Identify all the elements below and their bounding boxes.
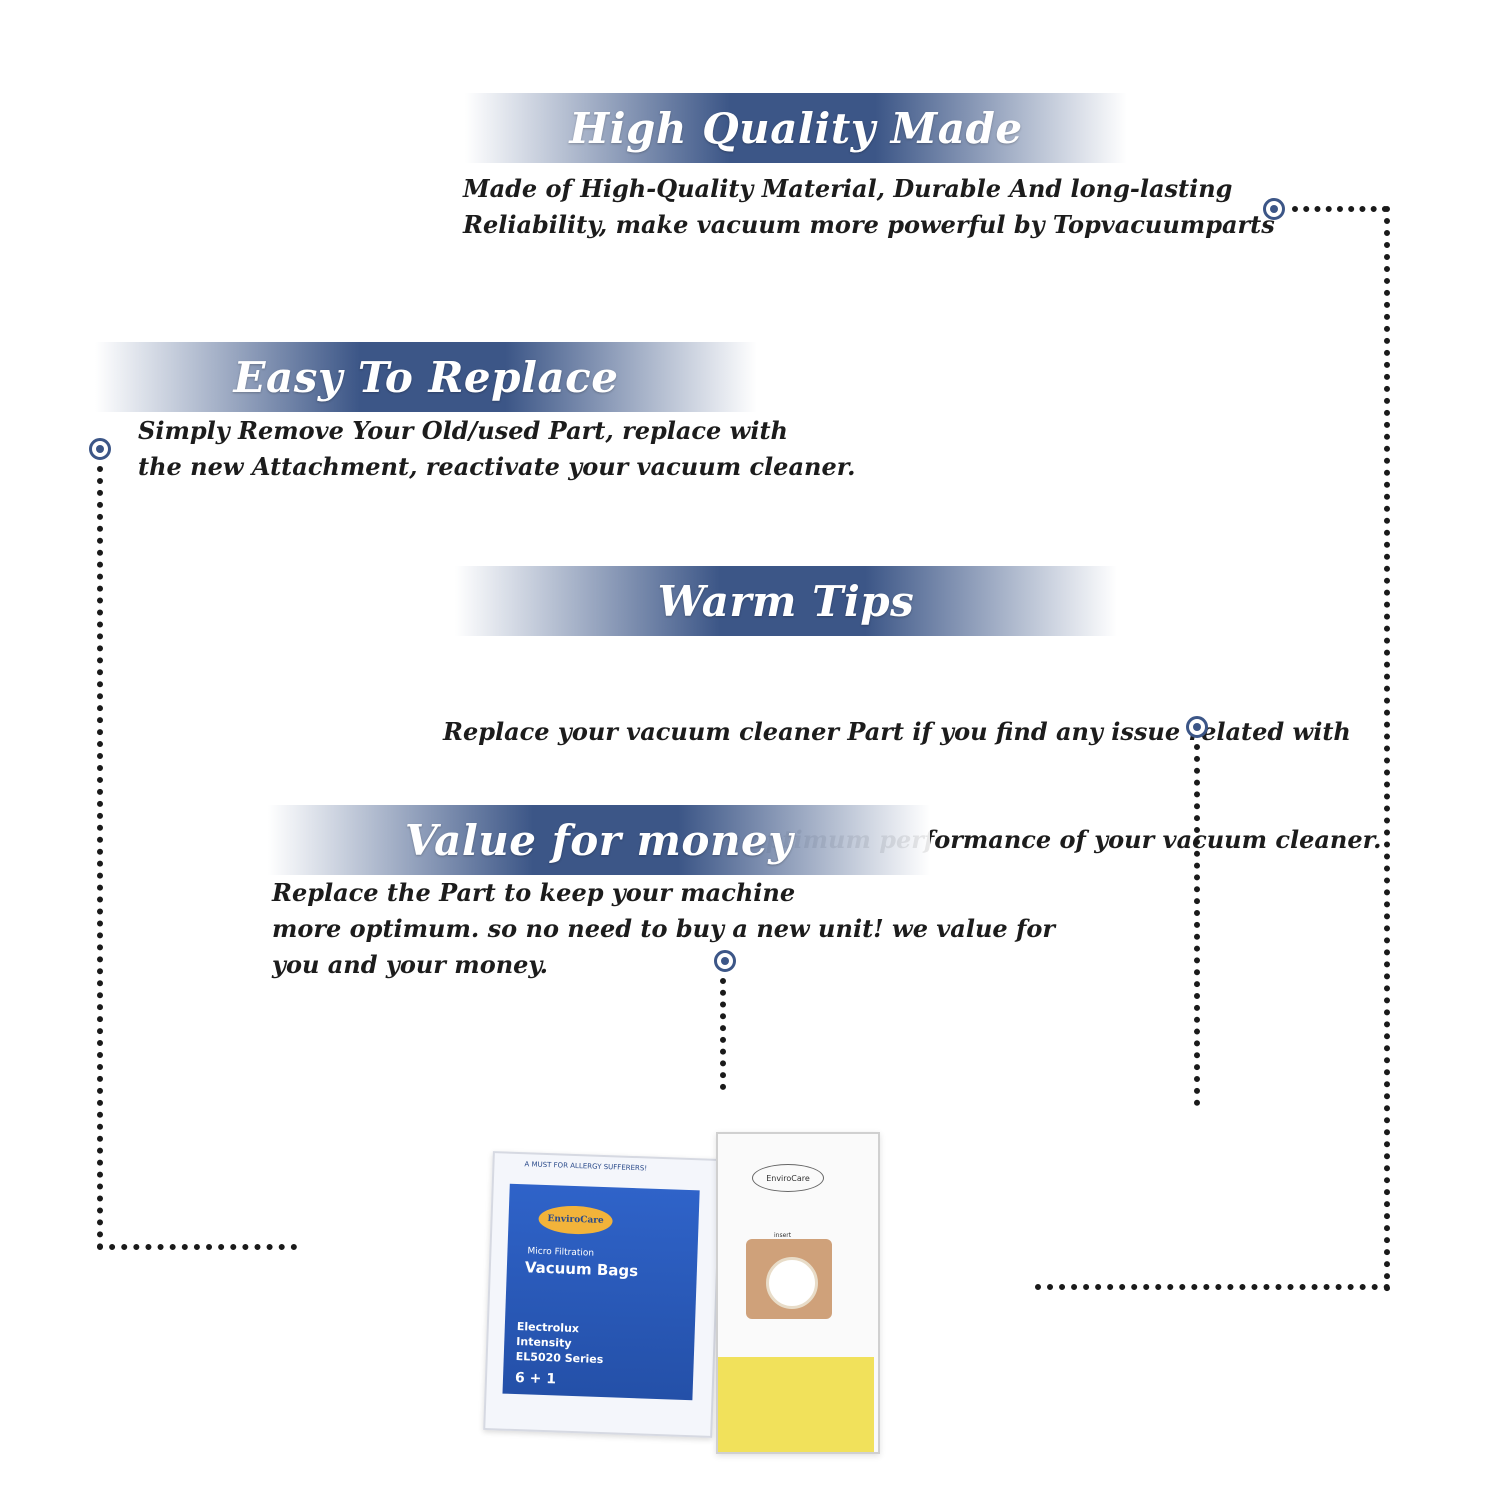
section-banner-high-quality: High Quality Made	[465, 93, 1127, 163]
description-line: Simply Remove Your Old/used Part, replac…	[138, 416, 788, 445]
description-line: Replace your vacuum cleaner Part if you …	[443, 717, 1351, 746]
connector-line	[1194, 744, 1200, 1106]
section-title: Easy To Replace	[233, 352, 619, 402]
section-description: Simply Remove Your Old/used Part, replac…	[138, 413, 856, 485]
description-line: Made of High-Quality Material, Durable A…	[463, 174, 1233, 203]
description-line: more optimum. so no need to buy a new un…	[272, 914, 1055, 943]
connector-line	[1035, 1284, 1390, 1290]
section-description: Replace the Part to keep your machine mo…	[272, 875, 1055, 983]
section-title: Warm Tips	[657, 576, 915, 626]
package-subtitle: Micro Filtration	[527, 1246, 595, 1259]
section-title: Value for money	[404, 815, 794, 865]
package-name: Vacuum Bags	[524, 1258, 639, 1281]
package-label: EnviroCare Micro Filtration Vacuum Bags …	[502, 1183, 700, 1401]
bag-collar	[746, 1239, 832, 1319]
connector-dot-icon	[1263, 198, 1285, 220]
connector-line	[1292, 206, 1388, 212]
model-line: EL5020 Series	[515, 1350, 604, 1367]
section-banner-value: Value for money	[268, 805, 930, 875]
package-count: 6 + 1	[514, 1370, 557, 1388]
vacuum-bag: EnviroCare insert	[716, 1132, 880, 1454]
connector-line	[97, 1244, 297, 1250]
connector-dot-icon	[89, 438, 111, 460]
connector-line	[97, 466, 103, 1250]
brand-logo: EnviroCare	[538, 1204, 614, 1236]
package-top-text: A MUST FOR ALLERGY SUFFERERS!	[524, 1160, 648, 1173]
description-line: you and your money.	[272, 950, 548, 979]
section-banner-warm-tips: Warm Tips	[455, 566, 1117, 636]
connector-line	[1384, 206, 1390, 1292]
description-line: Reliability, make vacuum more powerful b…	[463, 210, 1275, 239]
connector-dot-icon	[714, 950, 736, 972]
description-line: the new Attachment, reactivate your vacu…	[138, 452, 856, 481]
section-description: Made of High-Quality Material, Durable A…	[463, 171, 1275, 243]
connector-line	[720, 978, 726, 1090]
connector-dot-icon	[1186, 716, 1208, 738]
bag-logo: EnviroCare	[752, 1164, 824, 1192]
section-banner-easy-replace: Easy To Replace	[95, 342, 757, 412]
section-title: High Quality Made	[569, 103, 1023, 153]
package-models: Electrolux Intensity EL5020 Series	[516, 1319, 605, 1367]
bag-insert-label: insert	[774, 1232, 792, 1239]
bag-filter	[718, 1357, 874, 1452]
vacuum-bag-package: A MUST FOR ALLERGY SUFFERERS! EnviroCare…	[483, 1151, 722, 1438]
description-line: Replace the Part to keep your machine	[272, 878, 796, 907]
